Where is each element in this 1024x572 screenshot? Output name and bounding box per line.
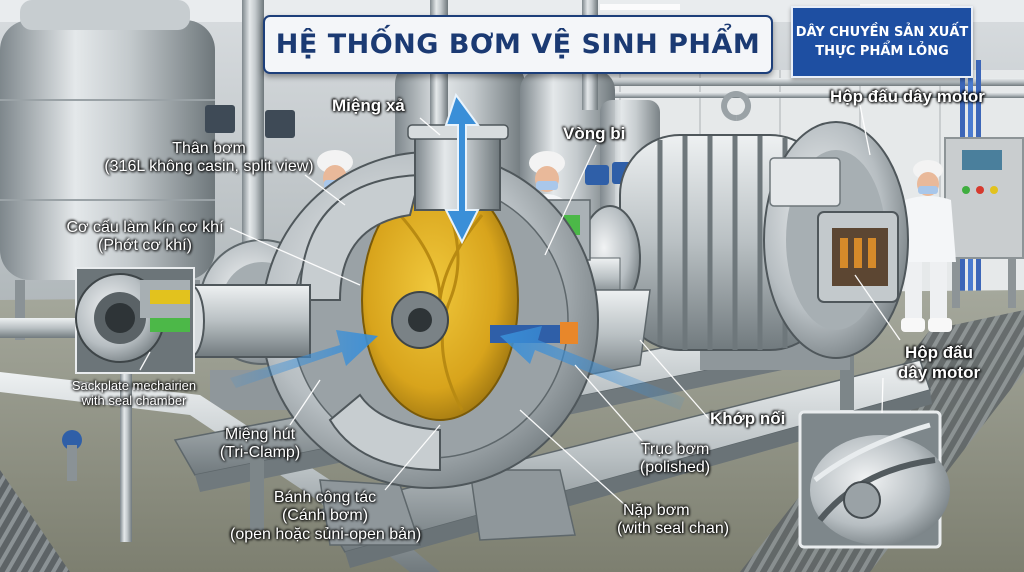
label-backplate-1: Sackplate mechairien — [71, 378, 197, 393]
label-vong-bi: Vòng bi — [563, 124, 626, 143]
title-banner: HỆ THỐNG BƠM VỆ SINH PHẨM — [263, 15, 773, 74]
worker-icon — [900, 160, 956, 332]
label-hop-dau-group: Hộp đấu dây motor — [893, 343, 985, 382]
label-than-bom: Thân bơm — [172, 140, 246, 157]
label-mieng-xa: Miệng xả — [332, 96, 405, 115]
label-nap-bom: Nặp bơm — [623, 502, 690, 519]
page-title: HỆ THỐNG BƠM VỆ SINH PHẨM — [275, 29, 761, 60]
label-backplate-2: with seal chamber — [81, 392, 187, 408]
label-co-cau-group: Cơ cấu làm kín cơ khí (Phớt cơ khí) — [52, 219, 238, 256]
label-hop-dau-top: Hộp đấu dây motor — [830, 87, 985, 106]
label-mieng-hut-sub: (Tri-Clamp) — [219, 444, 301, 462]
flow-arrow-icon — [230, 92, 685, 410]
label-truc-bom-group: Trục bơm (polished) — [630, 441, 720, 478]
label-hop-dau-2: dây motor — [897, 362, 981, 382]
label-mieng-hut-group: Miệng hút (Tri-Clamp) — [212, 426, 308, 463]
label-backplate-group: Sackplate mechairien with seal chamber — [56, 378, 212, 409]
label-than-bom-sub: (316L không casin, split view) — [104, 158, 314, 176]
label-mieng-hut: Miệng hút — [224, 426, 296, 443]
control-panel-icon — [944, 137, 1024, 308]
label-banh-cong-tac-group: Bánh công tác (Cánh bơm) (open hoặc sủni… — [230, 489, 422, 544]
label-hop-dau-1: Hộp đấu — [905, 343, 973, 362]
label-banh-sub: (open hoặc sủni-open bản) — [230, 525, 422, 543]
label-truc-bom: Trục bơm — [640, 441, 710, 458]
label-than-bom-group: Thân bơm (316L không casin, split view) — [104, 140, 314, 177]
production-line-sign: DÂY CHUYỀN SẢN XUẤT THỰC PHẨM LỎNG — [791, 6, 973, 78]
label-co-cau: Cơ cấu làm kín cơ khí — [66, 219, 224, 236]
label-khop-noi: Khớp nối — [710, 409, 786, 428]
sign-line-1: DÂY CHUYỀN SẢN XUẤT — [795, 25, 969, 40]
label-nap-bom-sub: (with seal chan) — [617, 520, 730, 538]
label-nap-bom-group: Nặp bơm (with seal chan) — [617, 502, 737, 539]
label-banh-cong-tac: Bánh công tác — [273, 489, 377, 506]
label-canh-bom: (Cánh bơm) — [281, 507, 369, 525]
label-co-cau-sub: (Phớt cơ khí) — [98, 237, 192, 255]
centrifugal-pump-icon — [175, 124, 599, 546]
sign-line-2: THỰC PHẨM LỎNG — [815, 44, 949, 59]
label-truc-bom-sub: (polished) — [639, 459, 711, 477]
